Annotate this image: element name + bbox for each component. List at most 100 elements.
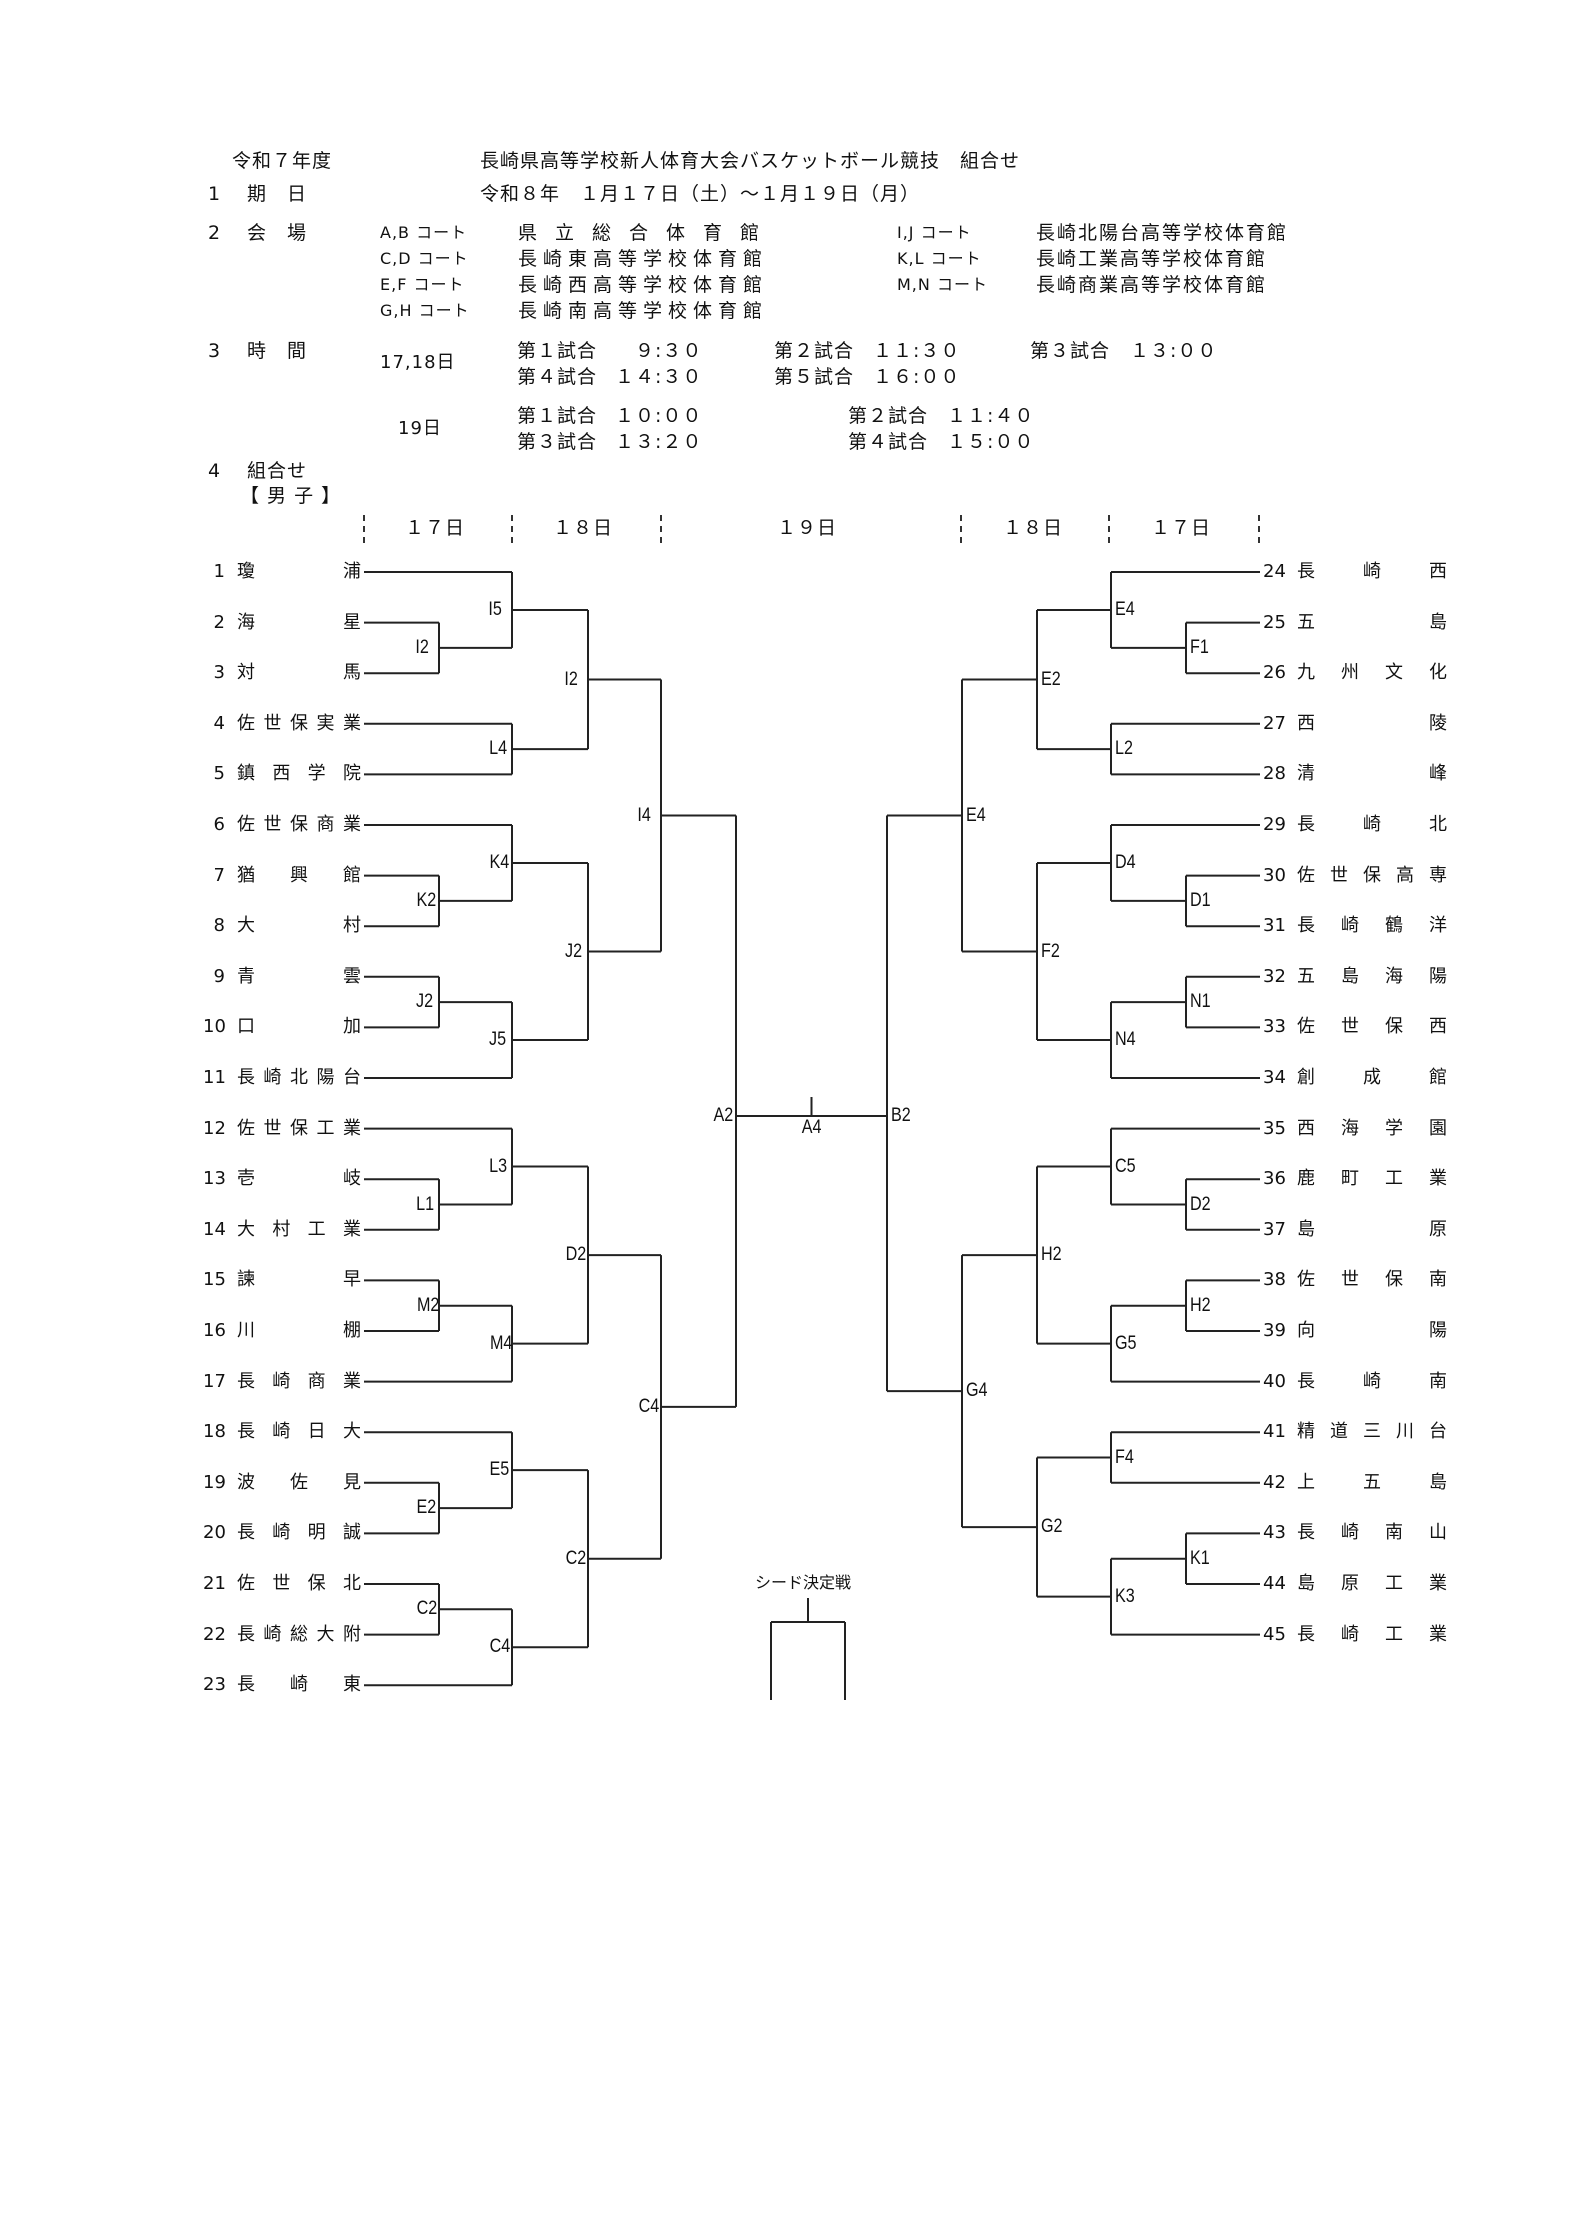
team-entry: 20 長崎明誠 bbox=[203, 1522, 361, 1544]
team-number: 1 bbox=[213, 561, 225, 582]
team-number: 12 bbox=[203, 1117, 226, 1139]
match-code-label: E5 bbox=[489, 1459, 510, 1481]
team-name: 長崎北陽台 bbox=[237, 1067, 361, 1088]
day-divider bbox=[511, 515, 513, 543]
venue-court: A,B コート bbox=[380, 223, 468, 242]
section4-label: 組合せ bbox=[247, 460, 308, 482]
venue-court: G,H コート bbox=[380, 301, 470, 320]
team-number: 2 bbox=[213, 611, 225, 633]
match-code-label: C2 bbox=[416, 1598, 438, 1620]
team-number: 37 bbox=[1263, 1218, 1286, 1240]
team-name: 佐世保実業 bbox=[237, 712, 361, 734]
section2-number: 2 bbox=[208, 222, 222, 244]
match-code-label: L3 bbox=[489, 1155, 508, 1177]
team-name: 佐世保南 bbox=[1297, 1269, 1447, 1291]
match-code-label: C2 bbox=[565, 1547, 587, 1569]
venue-name: 長崎工業高等学校体育館 bbox=[1036, 248, 1268, 270]
match-code-label: K2 bbox=[416, 889, 437, 911]
team-number: 40 bbox=[1263, 1370, 1286, 1392]
team-name: 長崎鶴洋 bbox=[1297, 915, 1447, 937]
day-divider bbox=[1258, 515, 1260, 543]
match-code-label: I4 bbox=[637, 804, 651, 826]
team-name: 長崎明誠 bbox=[237, 1522, 361, 1544]
venue-name: 長崎西高等学校体育館 bbox=[518, 274, 769, 296]
team-name: 長崎日大 bbox=[237, 1421, 361, 1443]
match-code-label: J5 bbox=[489, 1029, 507, 1051]
match-code-label: L4 bbox=[489, 738, 508, 760]
team-name: 大村工業 bbox=[237, 1218, 361, 1240]
game-time: １３:００ bbox=[1130, 340, 1218, 362]
game-label: 第１試合 bbox=[517, 405, 598, 427]
day-header: １９日 bbox=[777, 517, 838, 539]
venue-court: C,D コート bbox=[380, 249, 469, 268]
venue-name: 長崎商業高等学校体育館 bbox=[1036, 274, 1268, 296]
team-name: 長崎総大附 bbox=[237, 1623, 361, 1645]
team-entry: 15 諫早 bbox=[203, 1269, 361, 1291]
team-name: 諫早 bbox=[237, 1269, 361, 1291]
team-number: 5 bbox=[213, 763, 225, 785]
team-number: 17 bbox=[203, 1370, 226, 1392]
match-code-label: C4 bbox=[489, 1636, 511, 1658]
match-code-label: G4 bbox=[966, 1380, 988, 1402]
team-name: 創成館 bbox=[1297, 1067, 1447, 1088]
team-number: 31 bbox=[1263, 915, 1286, 937]
game-label: 第４試合 bbox=[848, 431, 929, 453]
team-number: 13 bbox=[203, 1168, 226, 1190]
match-code-label: I2 bbox=[564, 668, 578, 690]
venue-court: K,L コート bbox=[897, 249, 982, 268]
game-time: １５:００ bbox=[947, 431, 1035, 453]
team-name: 九州文化 bbox=[1297, 662, 1447, 684]
match-code-label: K1 bbox=[1190, 1547, 1210, 1569]
team-number: 25 bbox=[1263, 611, 1286, 633]
team-number: 14 bbox=[203, 1218, 226, 1240]
venue-name: 長崎東高等学校体育館 bbox=[518, 248, 769, 270]
team-number: 42 bbox=[1263, 1471, 1286, 1493]
match-code-label: M4 bbox=[489, 1332, 513, 1354]
match-code-label: I2 bbox=[415, 636, 429, 658]
game-time: １０:００ bbox=[615, 405, 703, 427]
day-label-19: 19日 bbox=[398, 418, 442, 439]
team-number: 21 bbox=[203, 1573, 226, 1594]
team-name: 西海学園 bbox=[1297, 1117, 1447, 1139]
team-number: 28 bbox=[1263, 763, 1286, 785]
team-name: 佐世保商業 bbox=[237, 814, 361, 835]
team-number: 23 bbox=[203, 1674, 226, 1696]
venue-court: I,J コート bbox=[897, 223, 972, 242]
team-name: 佐世保北 bbox=[237, 1573, 361, 1594]
team-number: 15 bbox=[203, 1269, 226, 1291]
team-name: 口加 bbox=[237, 1016, 361, 1038]
final-match-label: A4 bbox=[801, 1117, 822, 1138]
day-header: １７日 bbox=[405, 517, 466, 539]
team-number: 29 bbox=[1263, 814, 1286, 835]
match-code-label: E2 bbox=[1041, 668, 1061, 690]
day-header: １８日 bbox=[1003, 517, 1064, 539]
match-code-label: G5 bbox=[1115, 1332, 1137, 1354]
team-name: 青雲 bbox=[237, 965, 361, 987]
team-entry: 14 大村工業 bbox=[203, 1219, 361, 1241]
team-name: 長崎西 bbox=[1297, 561, 1447, 582]
team-number: 16 bbox=[203, 1320, 226, 1341]
team-number: 27 bbox=[1263, 712, 1286, 734]
team-name: 波佐見 bbox=[237, 1471, 361, 1493]
team-name: 壱岐 bbox=[237, 1168, 361, 1190]
fiscal-year: 令和７年度 bbox=[232, 150, 333, 172]
match-code-label: N1 bbox=[1190, 991, 1211, 1013]
team-number: 20 bbox=[203, 1522, 226, 1544]
